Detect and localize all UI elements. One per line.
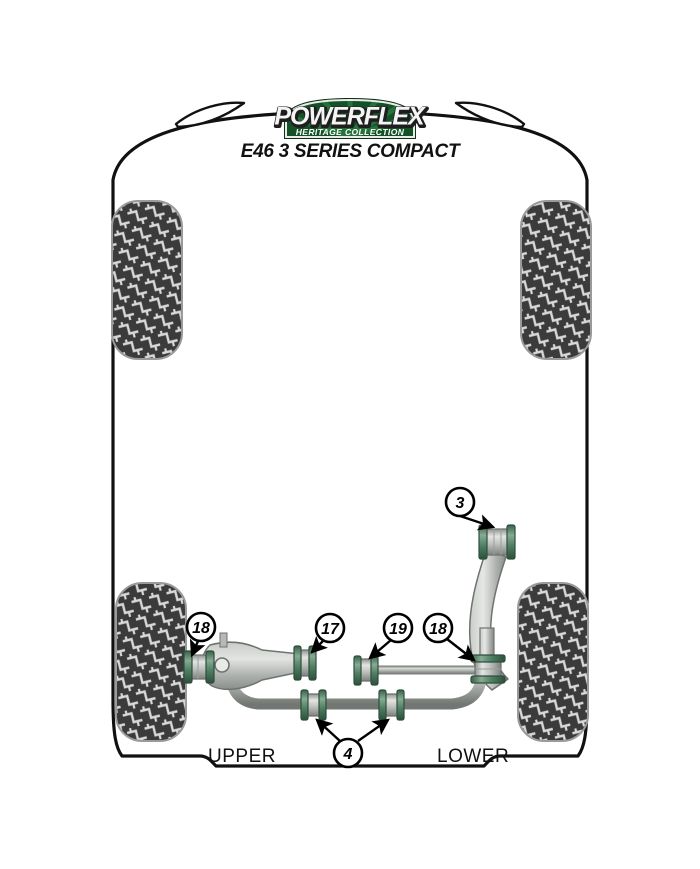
page-title: E46 3 SERIES COMPACT (241, 141, 461, 162)
wing-mirror-left (174, 101, 246, 129)
callout-18-left[interactable]: 18 (185, 611, 217, 643)
wing-mirror-right (454, 101, 526, 129)
callout-19-label: 19 (389, 621, 407, 638)
callout-17-label: 17 (321, 621, 340, 638)
bush-rear-anti-roll-bar-left (300, 689, 327, 721)
callout-18-right-label: 18 (429, 621, 447, 638)
leader-4a (315, 718, 341, 742)
logo-word: POWERFLEX (274, 103, 426, 131)
logo-subtitle: HERITAGE COLLECTION (296, 127, 405, 137)
callout-17[interactable]: 17 (314, 612, 346, 644)
leader-4b (357, 718, 390, 742)
powerflex-logo: POWERFLEX POWERFLEX HERITAGE COLLECTION (273, 98, 430, 139)
leader-3 (459, 514, 496, 531)
rear-tie-bar-link (369, 665, 483, 675)
callout-19[interactable]: 19 (382, 612, 414, 644)
callout-leaders (189, 514, 496, 742)
bush-rear-lower-arm-outer-left (183, 650, 215, 684)
bush-rear-anti-roll-bar-right (378, 689, 405, 721)
bush-rear-tie-bar (353, 655, 379, 686)
tire-front-left (111, 200, 183, 360)
leader-17 (310, 635, 329, 654)
callout-4-label: 4 (343, 746, 353, 763)
leader-18a (189, 638, 206, 658)
tire-rear-left (115, 582, 187, 742)
label-lower: LOWER (437, 746, 509, 767)
callout-4[interactable]: 4 (332, 737, 364, 769)
callout-18-left-label: 18 (192, 620, 210, 637)
callout-3[interactable]: 3 (444, 486, 476, 518)
bush-rear-lower-arm-outer-right (470, 654, 506, 684)
callout-18-right[interactable]: 18 (422, 612, 454, 644)
leader-18b (446, 638, 476, 662)
tire-rear-right (517, 582, 589, 742)
leader-19 (368, 639, 392, 660)
logo-word-shadow: POWERFLEX (275, 104, 427, 132)
tire-front-right (520, 200, 592, 360)
label-upper: UPPER (208, 746, 276, 767)
callout-3-label: 3 (456, 495, 465, 512)
rear-lower-control-arm (201, 632, 301, 691)
bush-rear-upper-arm-inner (478, 524, 516, 560)
